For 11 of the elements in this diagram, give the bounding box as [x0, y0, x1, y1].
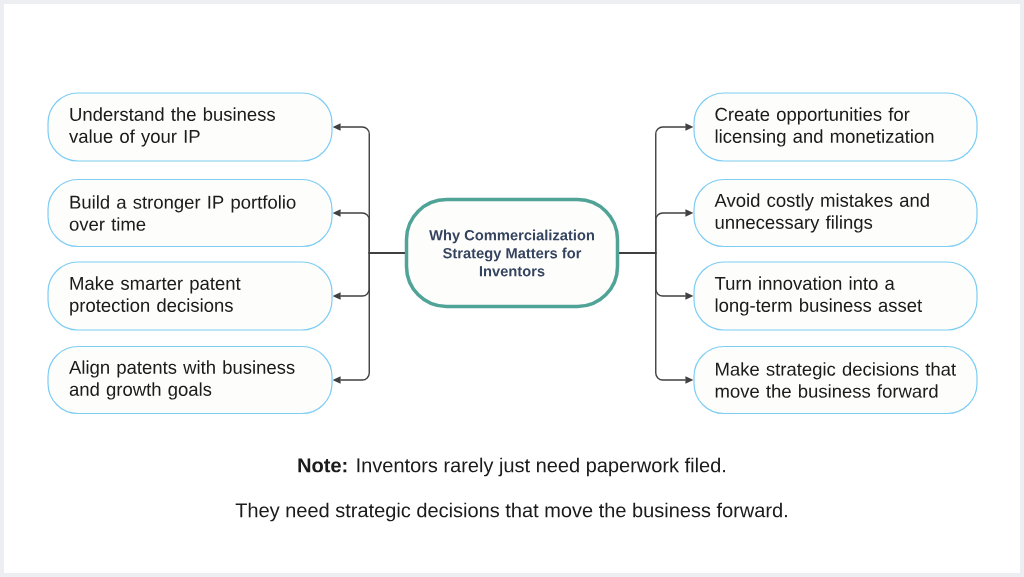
rounded-box: Create opportunities for licensing and monetization — [693, 92, 978, 162]
note-text: Note: Inventors rarely just need paperwork filed. — [298, 457, 725, 477]
rounded-box: Align patents with business and growth goals — [47, 345, 333, 415]
rounded-box: Build a stronger IP portfolio over time — [47, 178, 333, 248]
rounded-box: Make strategic decisions that move the business forward — [693, 345, 978, 415]
rounded-box: Avoid costly mistakes and unnecessary filings — [693, 178, 978, 248]
central-box: Why Commercialization Strategy Matters for Inventors — [404, 197, 620, 309]
rounded-box: Make smarter patent protection decisions — [47, 261, 333, 331]
rounded-box: Turn innovation into a long-term business asset — [693, 261, 978, 331]
rounded-box: Understand the business value of your IP — [47, 92, 333, 162]
note-text: They need strategic decisions that move the business forward. — [235, 502, 787, 522]
